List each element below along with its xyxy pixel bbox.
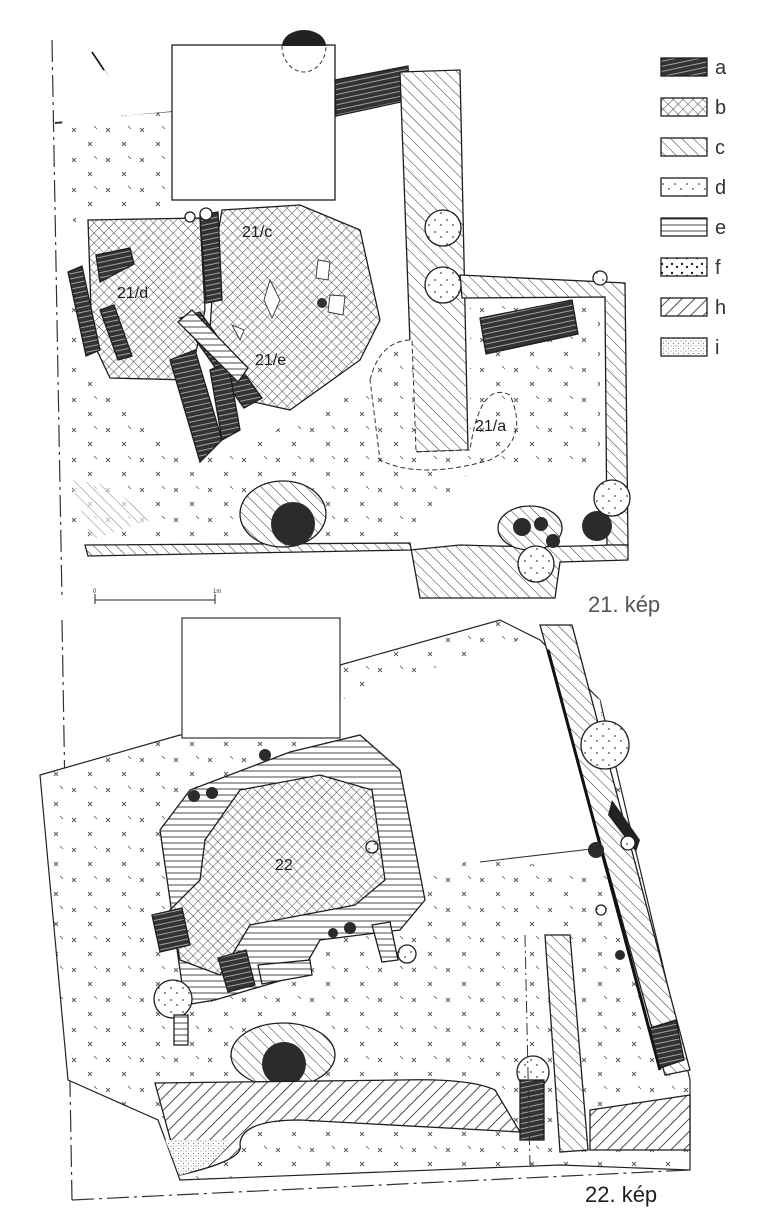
label-21e: 21/e [255, 352, 286, 369]
timber-beam-top [334, 65, 411, 117]
ditch-h-right [589, 1094, 691, 1151]
legend-item-c: c [660, 137, 725, 159]
pit-d-2 [424, 266, 462, 304]
pit-22-d [153, 979, 193, 1019]
posthole-top [282, 30, 326, 46]
legend-item-f: f [660, 257, 721, 279]
legend-item-a: a [660, 57, 727, 79]
legend-item-i: i [660, 337, 719, 359]
pit-d-3 [592, 270, 608, 286]
svg-text:b: b [715, 97, 726, 119]
svg-text:e: e [715, 217, 726, 239]
figure-21-caption: 21. kép [588, 592, 660, 617]
legend-item-e: e [660, 217, 726, 239]
svg-text:0: 0 [93, 589, 97, 595]
figure-22-caption: 22. kép [585, 1182, 657, 1207]
feature-22 [169, 774, 386, 976]
svg-text:1m: 1m [213, 589, 221, 595]
svg-text:f: f [715, 257, 721, 279]
scale-bar: 0 1m [93, 589, 221, 604]
pit-d-1 [424, 209, 462, 247]
label-21a: 21/a [475, 418, 506, 435]
figure-22: 22 22. kép [39, 617, 691, 1207]
posthole-bottom-left [271, 502, 315, 546]
svg-text:c: c [715, 137, 725, 159]
timber-light-plank [177, 309, 249, 384]
timber-22-bottom [217, 949, 256, 993]
label-21d: 21/d [117, 285, 148, 302]
label-21c: 21/c [242, 224, 272, 241]
svg-text:a: a [715, 57, 727, 79]
timber-21d-3 [99, 304, 133, 361]
figure-21: 21/c 21/d 21/e 21/a 0 1m 21. kép [51, 30, 660, 617]
trench-square-22 [181, 617, 341, 739]
legend-item-d: d [660, 177, 726, 199]
trench-square [171, 44, 336, 201]
ditch-h-left [154, 1079, 522, 1176]
timber-22-left [151, 907, 191, 953]
posthole-22-bottom [262, 1042, 306, 1086]
legend-item-b: b [660, 97, 726, 119]
legend-item-h: h [660, 297, 726, 319]
wall-trench-diagonal [539, 624, 691, 1076]
legend: a b c d e f h i [660, 57, 727, 359]
wall-trench-bottom [84, 542, 629, 599]
label-22: 22 [275, 857, 293, 874]
timber-21d-1 [95, 247, 135, 284]
svg-text:d: d [715, 177, 726, 199]
trench-c-lower [544, 934, 589, 1153]
fill-i-bottom [165, 1140, 230, 1175]
timber-21d-2 [67, 265, 101, 357]
timber-beam-right [479, 299, 579, 355]
svg-text:i: i [715, 337, 719, 359]
feature-21a [369, 339, 518, 471]
timber-diagonal [649, 1019, 685, 1069]
svg-text:h: h [715, 297, 726, 319]
